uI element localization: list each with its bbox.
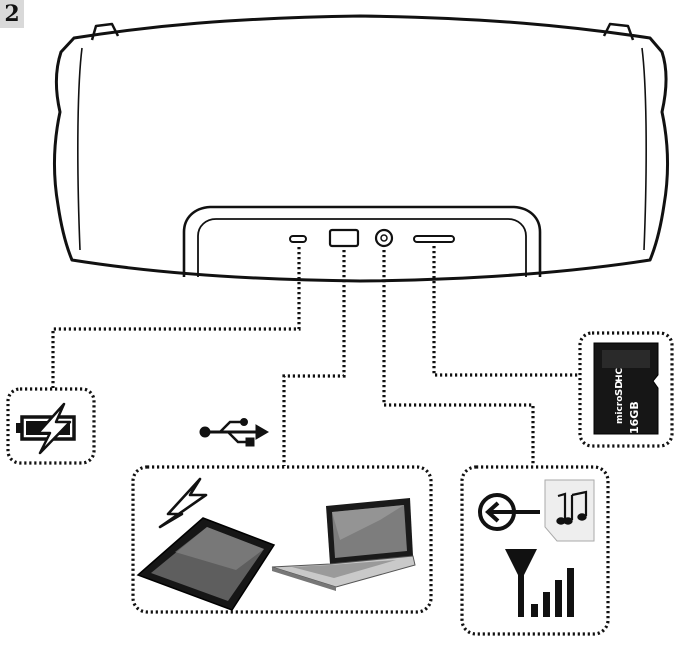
sd-card-box	[578, 331, 674, 448]
connector-sd	[432, 246, 580, 377]
port-panel-inner	[197, 218, 527, 277]
aux-box	[460, 465, 610, 636]
charge-box	[6, 387, 96, 465]
group-boxes	[6, 331, 674, 636]
connector-charge	[51, 247, 301, 388]
antenna-signal-icon	[505, 549, 574, 617]
speaker-right-contour	[641, 47, 647, 251]
speaker-outline	[52, 14, 670, 283]
connector-usb	[282, 250, 346, 466]
speaker-top-right-tab	[602, 22, 635, 41]
devices-charge-bolt	[158, 477, 208, 529]
port-panel-outer	[182, 205, 542, 277]
aux-port[interactable]	[374, 228, 394, 248]
laptop	[271, 498, 416, 591]
aux-input-icon	[478, 493, 540, 531]
step-number-badge: 2	[0, 0, 24, 28]
usb-port[interactable]	[328, 228, 360, 248]
speaker-body	[52, 14, 670, 283]
sd-card-slot[interactable]	[413, 235, 455, 243]
micro-usb-port[interactable]	[289, 235, 307, 243]
speaker-top-left-tab	[90, 22, 120, 41]
devices-box	[131, 465, 433, 614]
tablet	[136, 517, 276, 611]
sd-label-sd: SD	[614, 380, 625, 396]
sd-label-capacity: 16GB	[628, 401, 641, 434]
connector-lines	[51, 246, 580, 466]
connector-aux	[382, 250, 535, 466]
tablet-laptop-icon	[136, 477, 416, 611]
microsd-card-icon: micro SD HC 16GB	[593, 342, 659, 435]
sd-label-hc: HC	[615, 367, 625, 382]
speaker-left-contour	[77, 47, 83, 251]
aux-port-hole	[380, 234, 388, 242]
usb-icon	[199, 418, 269, 447]
battery-charge-icon	[16, 402, 76, 455]
sd-label-micro: micro	[615, 396, 625, 424]
music-note-icon	[544, 479, 595, 542]
